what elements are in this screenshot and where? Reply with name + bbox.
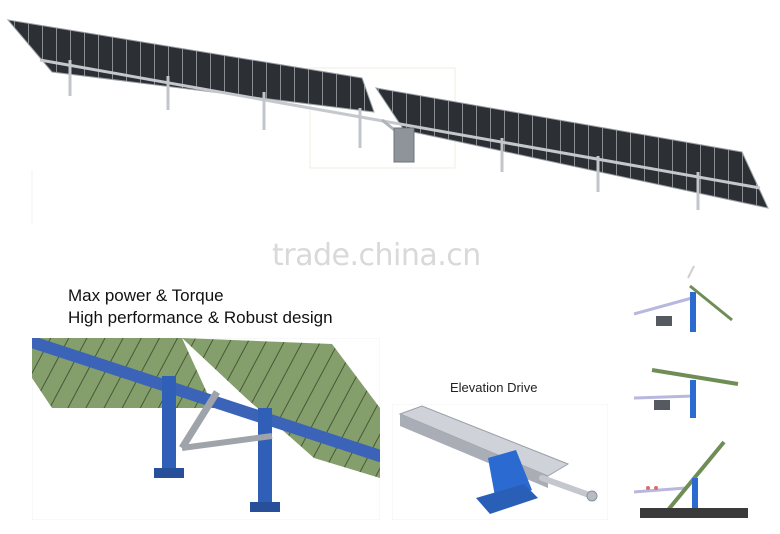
central-drive-post [393, 127, 415, 163]
support-post-right [258, 408, 272, 508]
right-panel-wing [374, 87, 769, 209]
tracker-pose-tilted-high [633, 440, 748, 518]
support-post-left [162, 376, 176, 476]
solar-tracker-array-illustration [6, 19, 769, 225]
headline-line-1: Max power & Torque [68, 286, 224, 305]
elevation-drive-illustration [392, 404, 608, 520]
torque-tube [32, 338, 380, 462]
elevation-drive-title: Elevation Drive [450, 380, 538, 395]
headline-line-2: High performance & Robust design [68, 308, 333, 327]
torque-tube-closeup-illustration [32, 338, 380, 520]
headline: Max power & Torque High performance & Ro… [68, 285, 388, 329]
left-panel-wing [6, 19, 375, 113]
tracker-pose-tilted-low [633, 265, 733, 332]
watermark: trade.china.cn [272, 238, 481, 273]
tracker-pose-flat [633, 368, 739, 418]
